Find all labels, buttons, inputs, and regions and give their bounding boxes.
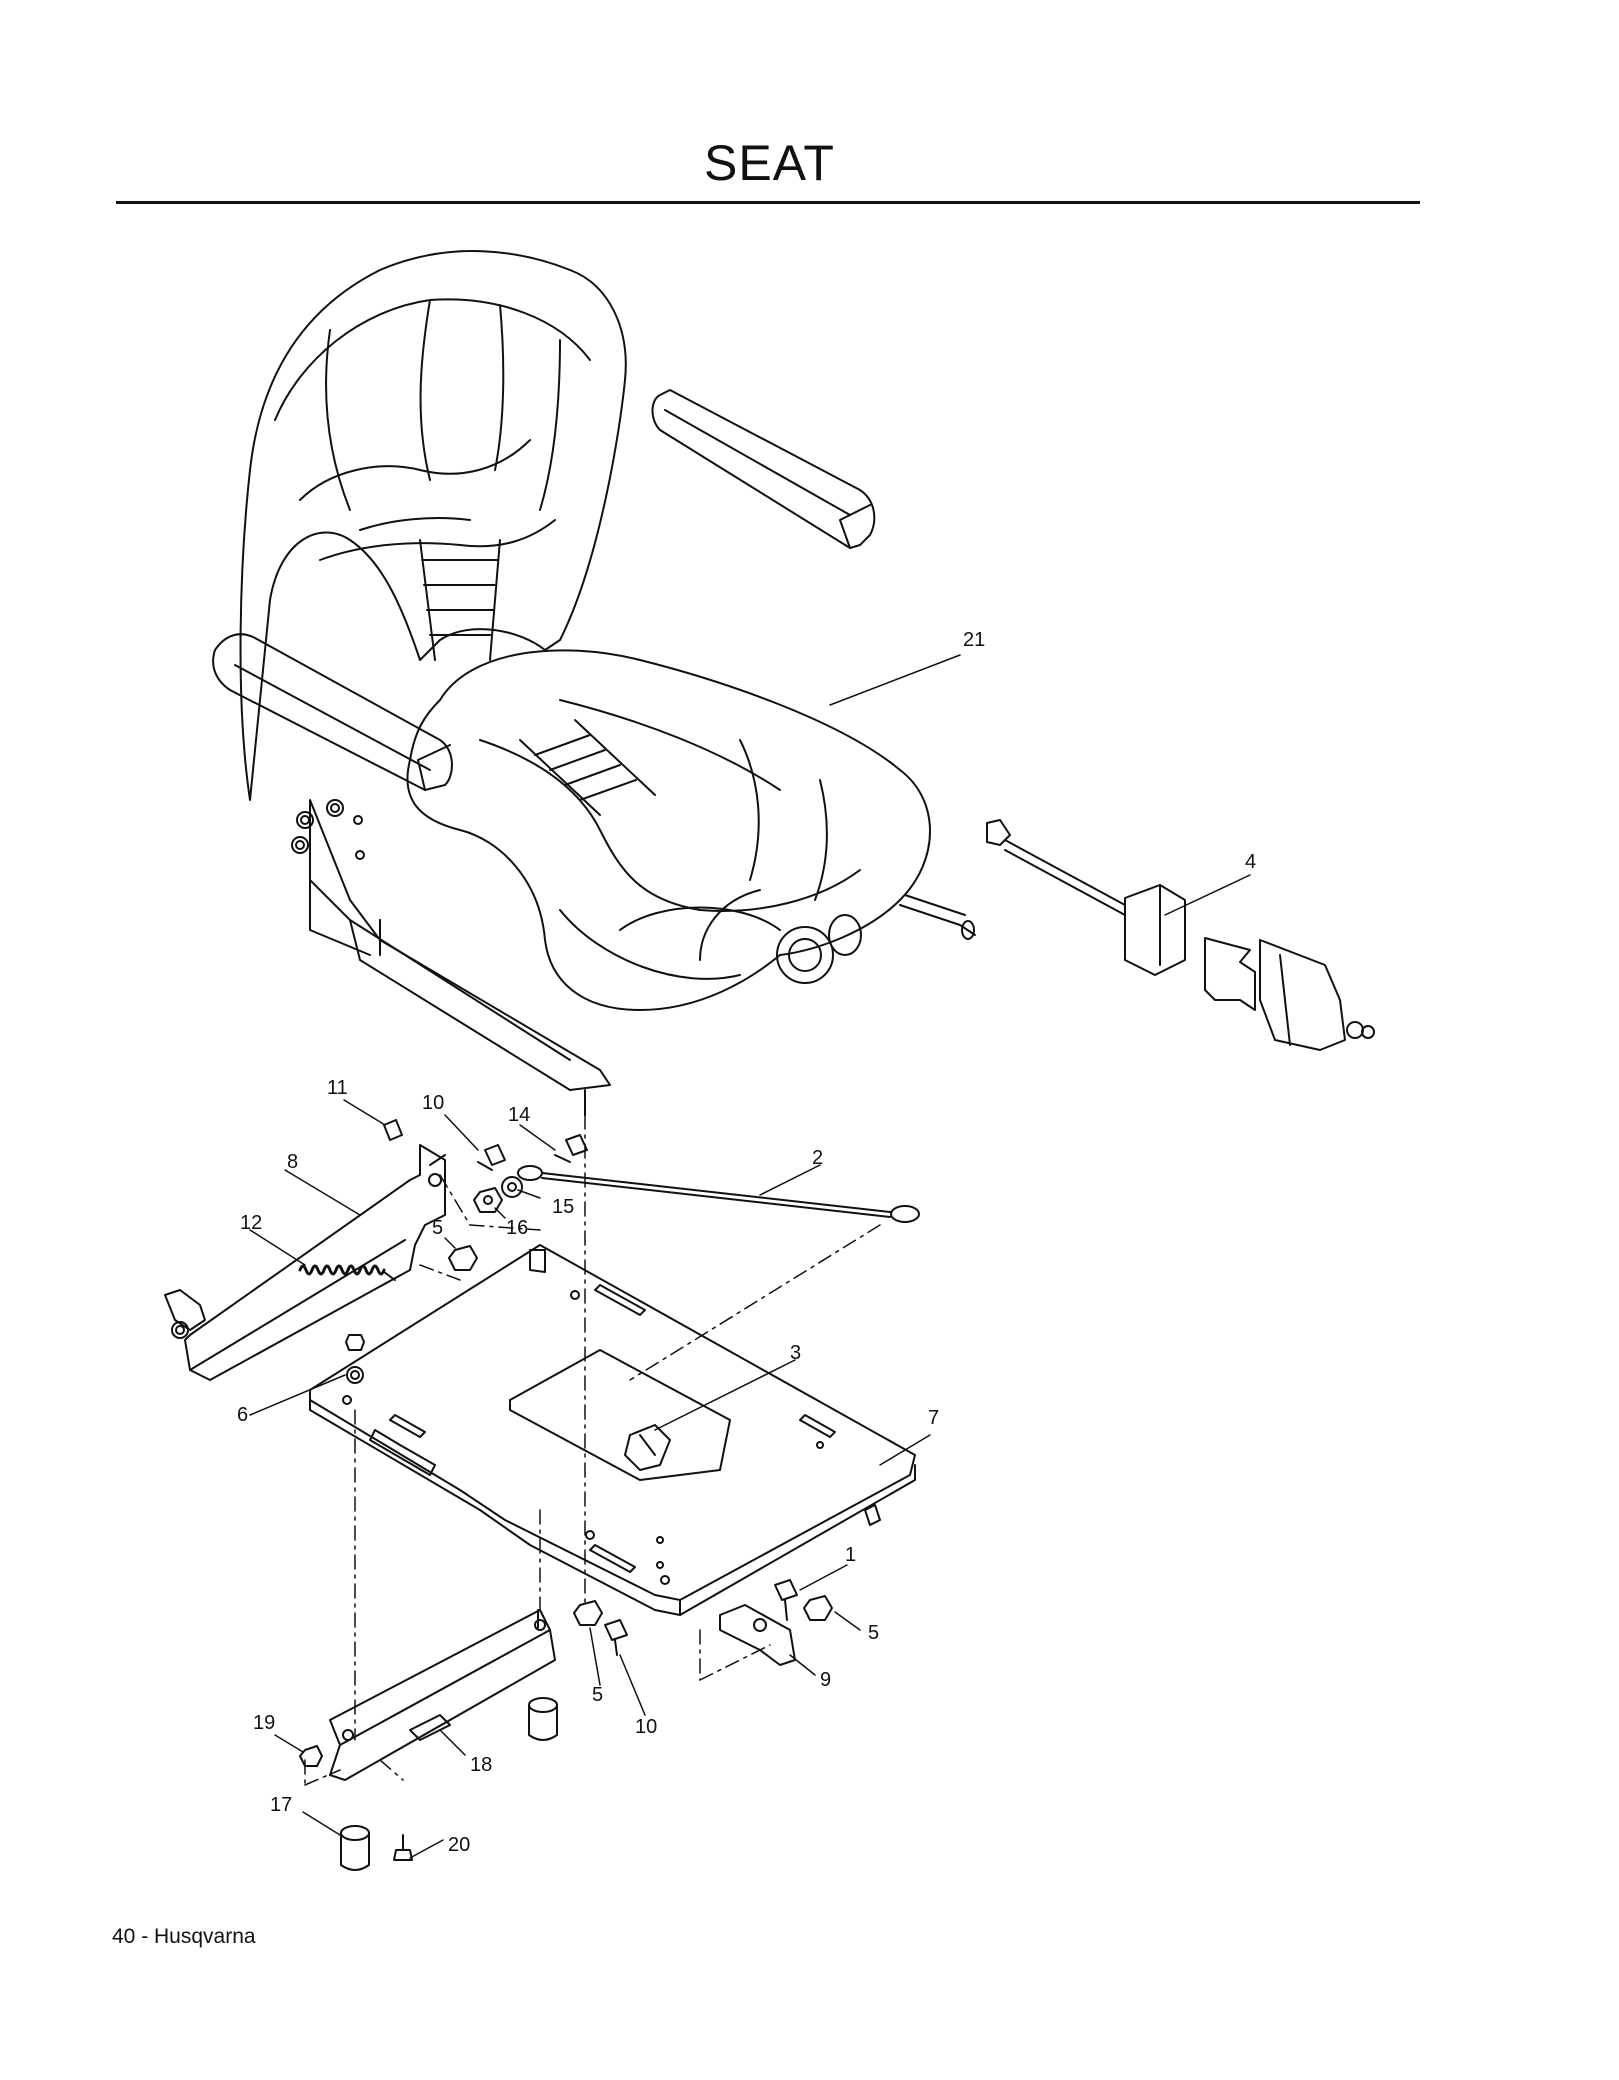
callout-11: 11 (327, 1077, 348, 1099)
callout-7: 7 (928, 1407, 940, 1429)
seat-plate (309, 1244, 916, 1616)
callout-6: 6 (237, 1404, 249, 1426)
hardware (383, 1119, 920, 1666)
callout-10-bottom: 10 (635, 1716, 658, 1738)
callout-14: 14 (508, 1104, 531, 1126)
callout-3: 3 (790, 1342, 802, 1364)
page-title: SEAT (704, 135, 835, 191)
connection-lines (304, 1114, 881, 1786)
slide-rail (299, 1609, 558, 1871)
side-bracket (164, 1144, 446, 1381)
callout-21: 21 (963, 629, 986, 651)
callout-15: 15 (552, 1196, 575, 1218)
callout-16: 16 (506, 1217, 529, 1239)
callout-10-top: 10 (422, 1092, 445, 1114)
callout-19: 19 (253, 1712, 276, 1734)
callout-5-right: 5 (868, 1622, 880, 1644)
callout-9: 9 (820, 1669, 832, 1691)
seat-belt (986, 819, 1375, 1051)
page-footer: 40 - Husqvarna (112, 1925, 256, 1948)
callout-8: 8 (287, 1151, 299, 1173)
callout-17: 17 (270, 1794, 293, 1816)
leader-lines (249, 654, 1251, 1859)
seat-assembly (212, 250, 976, 1116)
callout-5-left: 5 (432, 1217, 444, 1239)
callout-20: 20 (448, 1834, 471, 1856)
callout-1: 1 (845, 1544, 857, 1566)
callout-2: 2 (812, 1147, 824, 1169)
callout-5-bottom: 5 (592, 1684, 604, 1706)
callout-18: 18 (470, 1754, 493, 1776)
title-rule (116, 201, 1420, 204)
callout-4: 4 (1245, 851, 1257, 873)
callout-12: 12 (240, 1212, 263, 1234)
